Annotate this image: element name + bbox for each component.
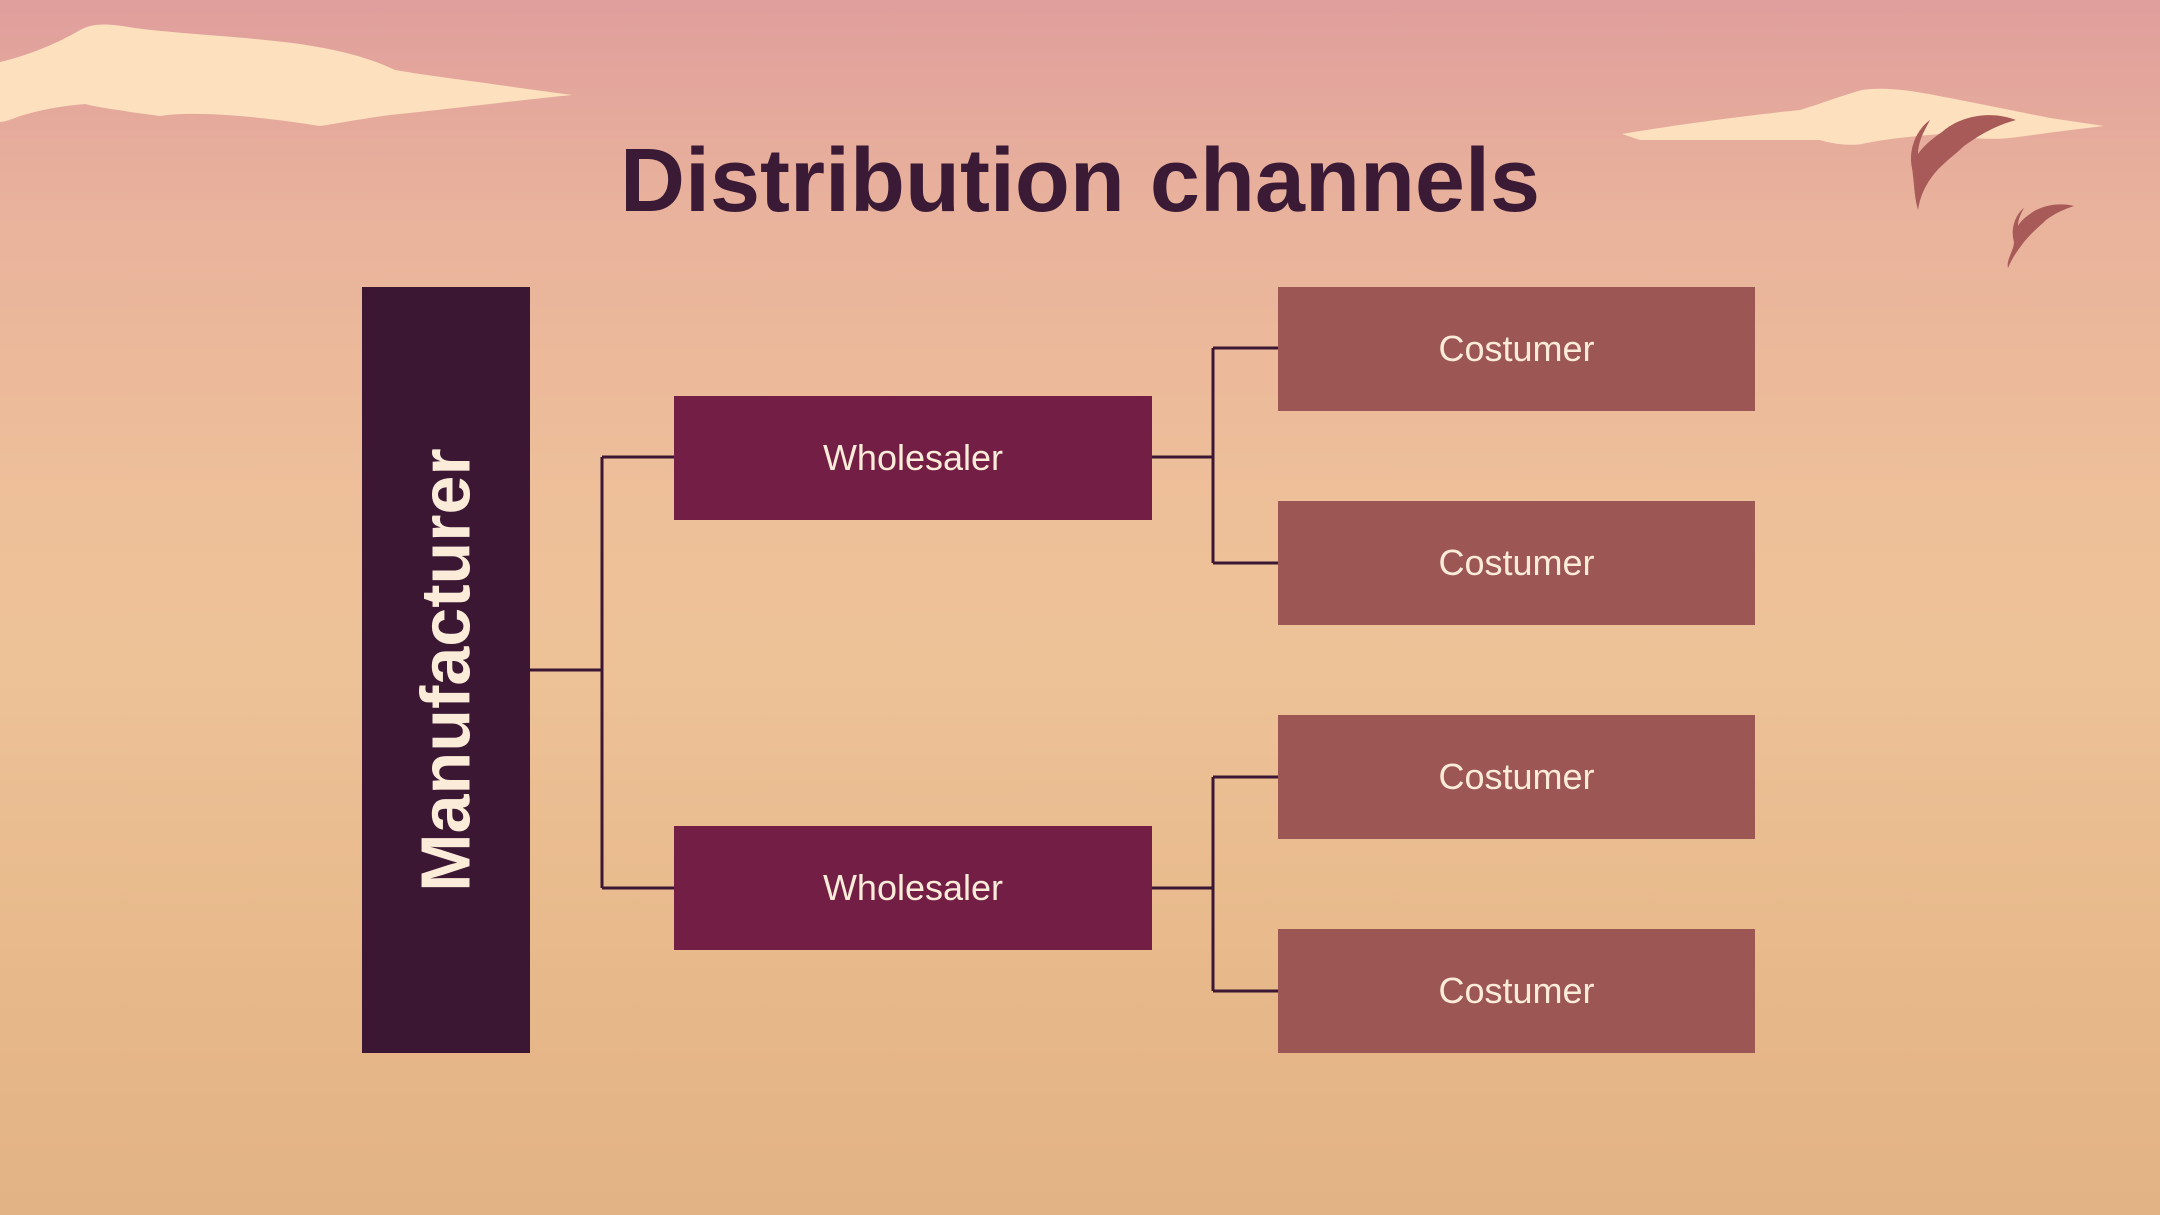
connector-wholesaler-2-costumers xyxy=(1152,775,1278,993)
costumer-box: Costumer xyxy=(1278,501,1755,625)
wholesaler-box: Wholesaler xyxy=(674,826,1152,950)
costumer-label: Costumer xyxy=(1438,542,1595,583)
costumer-label: Costumer xyxy=(1438,756,1595,797)
costumer-label: Costumer xyxy=(1438,970,1595,1011)
wholesaler-label: Wholesaler xyxy=(822,437,1004,478)
bird-icon xyxy=(1910,115,2016,210)
costumer-box: Costumer xyxy=(1278,929,1755,1053)
manufacturer-label: Manufacturer xyxy=(407,448,486,892)
wholesaler-label: Wholesaler xyxy=(822,867,1004,908)
manufacturer-box: Manufacturer xyxy=(362,287,530,1053)
costumer-box: Costumer xyxy=(1278,287,1755,411)
cloud-decoration xyxy=(0,24,572,126)
costumer-label: Costumer xyxy=(1438,328,1595,369)
costumer-box: Costumer xyxy=(1278,715,1755,839)
wholesaler-box: Wholesaler xyxy=(674,396,1152,520)
bird-icon xyxy=(2007,204,2074,268)
connector-wholesaler-1-costumers xyxy=(1152,346,1278,565)
slide-title: Distribution channels xyxy=(619,131,1541,231)
connector-manufacturer-wholesalers xyxy=(530,455,674,890)
